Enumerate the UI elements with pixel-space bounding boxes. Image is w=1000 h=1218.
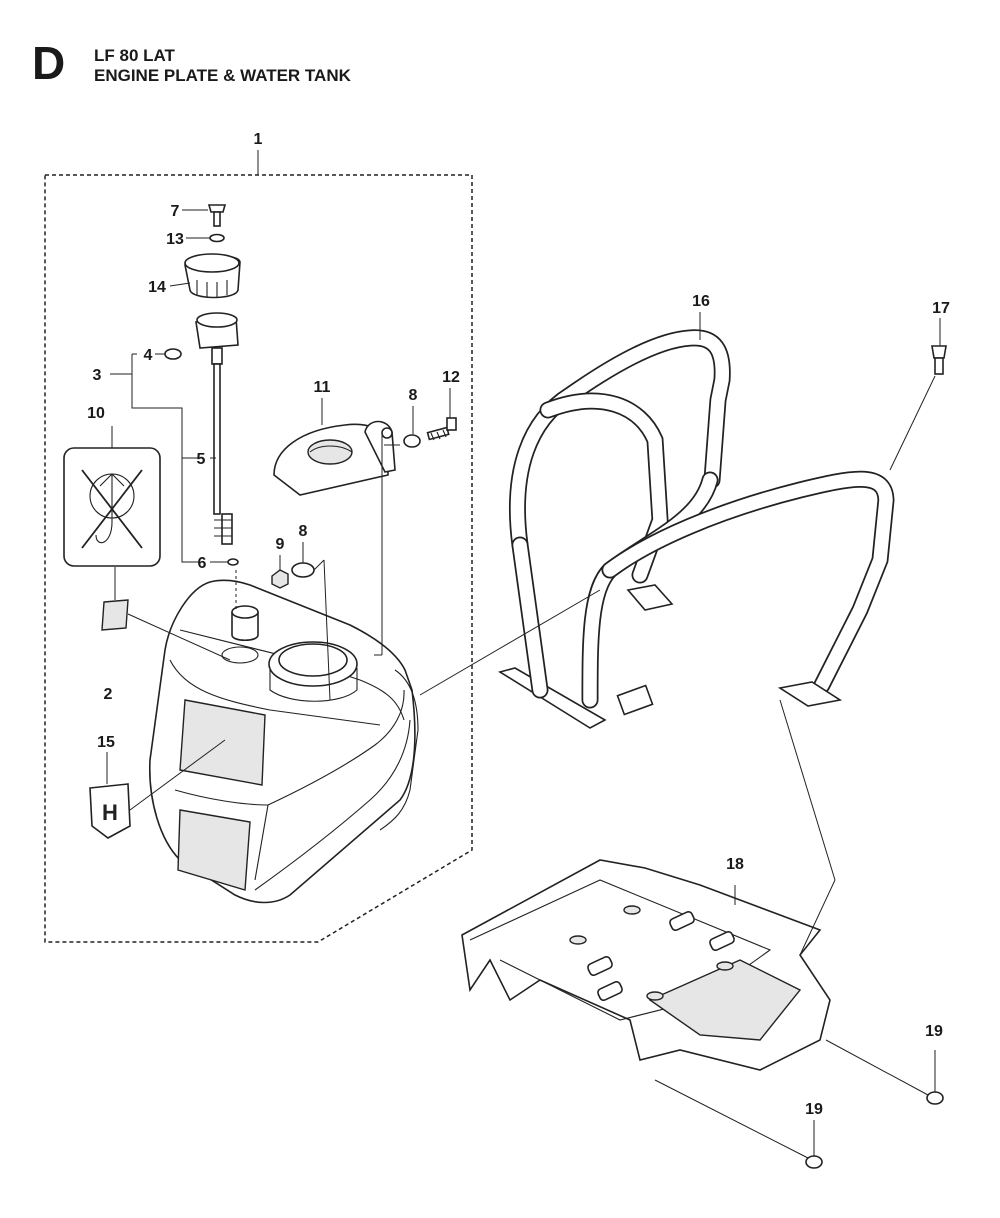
bolt[interactable] bbox=[426, 417, 457, 441]
callout-19-lower: 19 bbox=[805, 1101, 823, 1118]
diagram-title: ENGINE PLATE & WATER TANK bbox=[94, 66, 351, 85]
callout-11: 11 bbox=[314, 379, 331, 396]
water-tank[interactable] bbox=[148, 579, 419, 904]
warning-label[interactable] bbox=[63, 447, 161, 567]
washer-8-lower[interactable] bbox=[291, 562, 315, 578]
frame-bolt[interactable] bbox=[931, 345, 947, 375]
brand-logo-decal[interactable]: H bbox=[89, 783, 131, 839]
label-backing bbox=[101, 599, 129, 631]
filler-cap[interactable] bbox=[184, 253, 241, 299]
kit-boundary bbox=[44, 174, 473, 943]
callout-12: 12 bbox=[442, 369, 460, 386]
callout-5: 5 bbox=[197, 451, 206, 468]
callout-1: 1 bbox=[254, 131, 263, 148]
callout-6: 6 bbox=[198, 555, 207, 572]
callout-9: 9 bbox=[276, 536, 285, 553]
protective-frame[interactable] bbox=[498, 329, 895, 729]
screw[interactable] bbox=[207, 204, 227, 227]
callout-16: 16 bbox=[692, 293, 710, 310]
callout-17: 17 bbox=[932, 300, 950, 317]
section-letter: D bbox=[32, 37, 66, 89]
callout-13: 13 bbox=[166, 231, 184, 248]
callout-10: 10 bbox=[87, 405, 105, 422]
callout-18: 18 bbox=[726, 856, 744, 873]
washer-19-lower[interactable] bbox=[805, 1155, 823, 1169]
callout-19-right: 19 bbox=[925, 1023, 943, 1040]
gauge-cover[interactable] bbox=[273, 420, 396, 496]
callout-3: 3 bbox=[93, 367, 102, 384]
callout-7: 7 bbox=[171, 203, 180, 220]
seal-ring[interactable] bbox=[227, 558, 239, 566]
washer-19-right[interactable] bbox=[926, 1091, 944, 1105]
callout-4: 4 bbox=[144, 347, 153, 364]
callout-2: 2 bbox=[104, 686, 113, 703]
engine-plate[interactable] bbox=[461, 859, 831, 1071]
o-ring[interactable] bbox=[164, 348, 182, 360]
callout-8-lower: 8 bbox=[299, 523, 308, 540]
nut[interactable] bbox=[271, 569, 289, 589]
washer-8-upper[interactable] bbox=[403, 434, 421, 448]
strainer-assembly[interactable] bbox=[195, 312, 239, 545]
model-name: LF 80 LAT bbox=[94, 46, 175, 65]
washer[interactable] bbox=[209, 233, 225, 243]
callout-15: 15 bbox=[97, 734, 115, 751]
brand-logo-letter: H bbox=[102, 800, 118, 825]
callout-8-upper: 8 bbox=[409, 387, 418, 404]
callout-14: 14 bbox=[148, 279, 166, 296]
